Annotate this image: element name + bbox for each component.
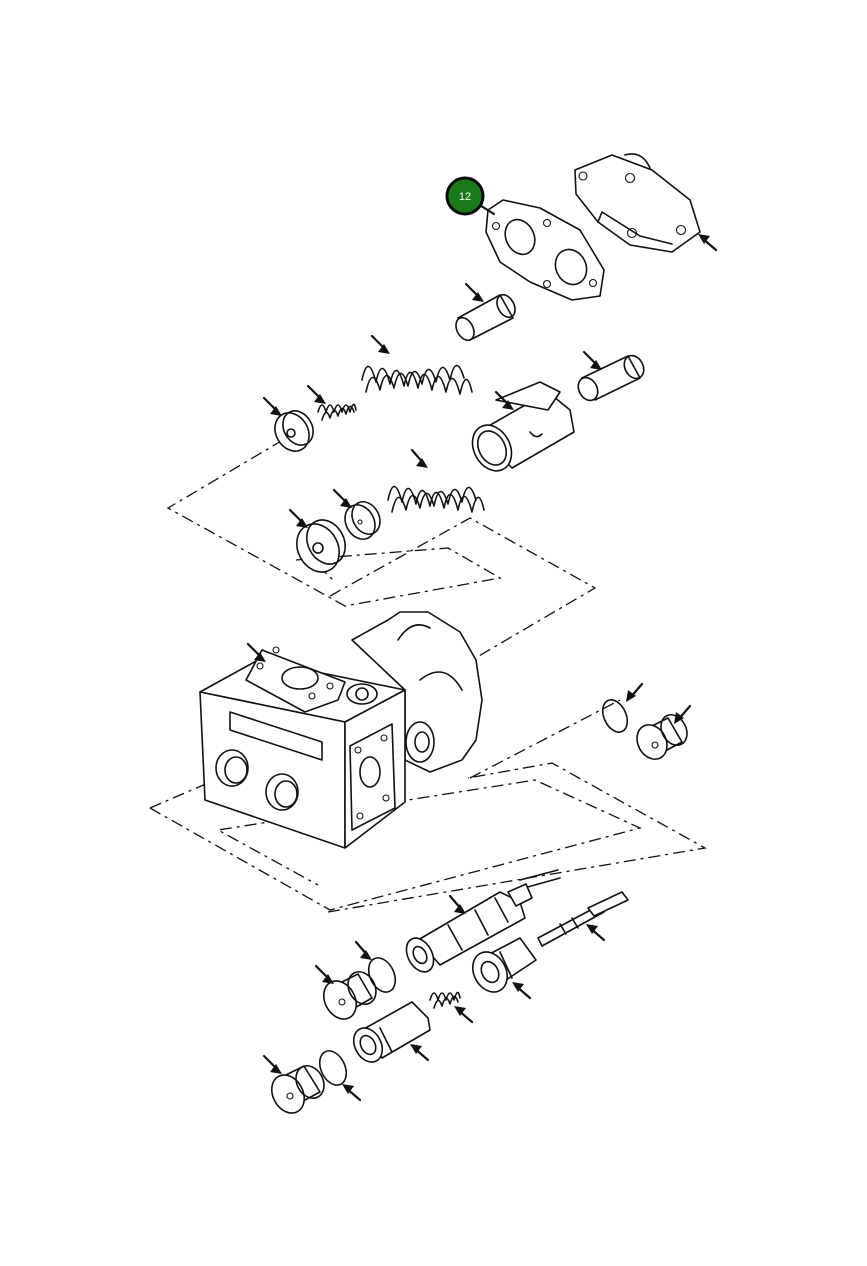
spring-small-lower	[429, 991, 461, 1009]
o-ring-middle	[367, 957, 397, 993]
pin-right	[577, 354, 645, 402]
arrow-sleeve-lower	[512, 982, 532, 1000]
spring-upper	[361, 364, 473, 395]
arrow-spring-upper	[370, 334, 390, 354]
pin-upper	[455, 293, 516, 342]
indicator-arrows	[246, 234, 718, 1102]
arrow-washer-upper	[262, 396, 282, 416]
spool-upper	[405, 883, 533, 973]
plug-middle	[322, 970, 377, 1020]
callout-12[interactable]: 12	[445, 176, 496, 216]
arrow-top-plate	[246, 642, 266, 662]
arrow-pin-upper	[464, 282, 484, 302]
arrow-sleeve	[494, 390, 514, 410]
arrow-o-ring-right	[626, 682, 644, 702]
arrow-washer-middle	[288, 508, 308, 528]
washer-upper	[274, 410, 314, 452]
plug-right	[636, 713, 688, 760]
spring-small-upper	[317, 403, 357, 421]
arrow-spring-small-lower	[454, 1006, 474, 1024]
arrow-cover-plate	[698, 234, 718, 252]
arrow-o-ring-middle	[354, 940, 372, 960]
valve-body	[199, 611, 483, 849]
seat-washer	[344, 500, 381, 540]
arrow-o-ring-bottom	[342, 1084, 362, 1102]
assembly-guide-lines	[149, 439, 707, 913]
cover-plate	[574, 153, 701, 253]
arrow-pin-right	[582, 350, 602, 370]
gasket	[485, 199, 605, 301]
plug-bottom	[270, 1064, 325, 1114]
sleeve	[471, 381, 575, 472]
spool-stem	[519, 869, 629, 947]
arrow-seat-washer	[332, 488, 352, 508]
callout-12-label: 12	[459, 191, 471, 203]
arrow-spring-middle	[410, 448, 428, 468]
arrow-plug-right	[674, 704, 692, 724]
arrow-spool-upper	[448, 894, 466, 914]
arrow-spool-stem	[586, 924, 606, 942]
arrow-spring-small	[306, 384, 326, 404]
arrow-piston-lower	[410, 1044, 430, 1062]
arrow-plug-middle	[314, 964, 334, 984]
piston-lower	[352, 1001, 431, 1063]
spring-middle	[387, 485, 485, 513]
o-ring-right	[601, 699, 629, 733]
valve-sleeve-lower	[471, 937, 537, 993]
callout-12-badge[interactable]	[447, 178, 483, 214]
arrow-plug-bottom	[262, 1054, 282, 1074]
o-ring-bottom	[318, 1050, 348, 1086]
